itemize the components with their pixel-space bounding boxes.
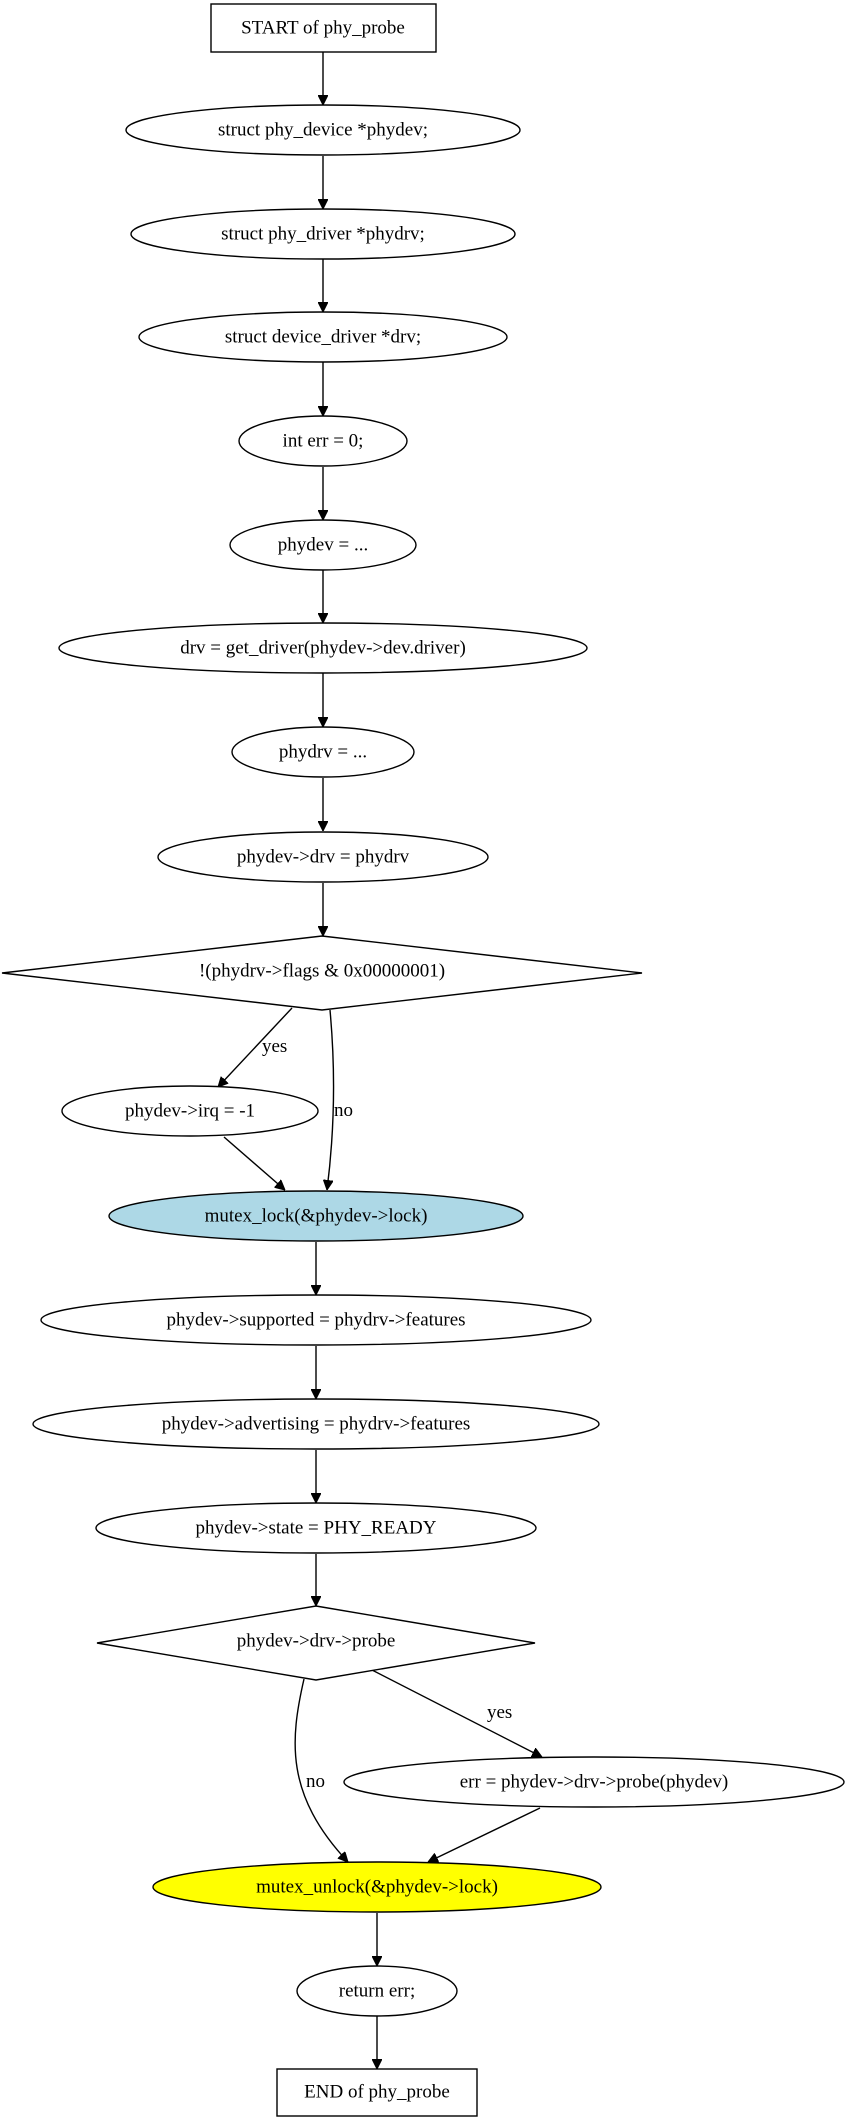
svg-text:return err;: return err; (339, 1981, 415, 2002)
svg-text:mutex_unlock(&phydev->lock): mutex_unlock(&phydev->lock) (256, 1877, 498, 1898)
svg-text:int err = 0;: int err = 0; (283, 431, 364, 452)
svg-text:struct device_driver *drv;: struct device_driver *drv; (225, 327, 421, 348)
svg-text:phydev->state = PHY_READY: phydev->state = PHY_READY (196, 1518, 437, 1539)
node-assign-phydrv: phydrv = ... (231, 726, 415, 778)
edge-cond-flags-yes (218, 1007, 293, 1087)
svg-text:struct phy_driver *phydrv;: struct phy_driver *phydrv; (221, 224, 425, 245)
edge-cond-probe-no (294, 1678, 348, 1862)
edge-label-flags-yes: yes (262, 1036, 287, 1057)
svg-text:phydev->drv = phydrv: phydev->drv = phydrv (237, 847, 410, 868)
node-cond-flags: !(phydrv->flags & 0x00000001) (1, 935, 643, 1011)
svg-text:!(phydrv->flags & 0x00000001): !(phydrv->flags & 0x00000001) (199, 961, 445, 982)
edge-cond-probe-yes (371, 1669, 542, 1758)
node-end: END of phy_probe (276, 2068, 478, 2117)
svg-text:START of phy_probe: START of phy_probe (241, 18, 405, 39)
edges (218, 52, 542, 2069)
node-decl-err: int err = 0; (238, 415, 408, 467)
node-start: START of phy_probe (210, 3, 437, 53)
node-assign-phydev-drv: phydev->drv = phydrv (157, 831, 489, 883)
svg-text:phydev->supported = phydrv->fe: phydev->supported = phydrv->features (166, 1310, 465, 1331)
node-assign-state: phydev->state = PHY_READY (95, 1502, 537, 1554)
svg-text:END of phy_probe: END of phy_probe (304, 2082, 450, 2103)
node-mutex-lock: mutex_lock(&phydev->lock) (108, 1190, 524, 1242)
mutex-lock-fill (108, 1190, 524, 1242)
node-return-err: return err; (296, 1965, 458, 2017)
node-assign-phydev: phydev = ... (229, 519, 417, 571)
node-assign-supported: phydev->supported = phydrv->features (40, 1294, 592, 1346)
node-assign-advertising: phydev->advertising = phydrv->features (32, 1398, 600, 1450)
node-mutex-unlock: mutex_unlock(&phydev->lock) (152, 1861, 602, 1913)
node-cond-probe: phydev->drv->probe (96, 1605, 536, 1681)
mutex-unlock-fill (152, 1861, 602, 1913)
edge-labels: yes no yes no (262, 1036, 512, 1792)
nodes: START of phy_probe struct phy_device *ph… (1, 3, 845, 2117)
edge-assign-irq-to-mutex-lock (223, 1136, 285, 1190)
node-decl-drv: struct device_driver *drv; (138, 311, 508, 363)
svg-text:phydev = ...: phydev = ... (278, 535, 368, 556)
svg-text:phydev->irq = -1: phydev->irq = -1 (125, 1101, 255, 1122)
edge-label-flags-no: no (334, 1100, 353, 1121)
svg-text:phydev->advertising = phydrv->: phydev->advertising = phydrv->features (162, 1414, 471, 1435)
node-decl-phydrv: struct phy_driver *phydrv; (130, 208, 516, 260)
svg-text:mutex_lock(&phydev->lock): mutex_lock(&phydev->lock) (205, 1206, 428, 1227)
svg-text:phydev->drv->probe: phydev->drv->probe (237, 1631, 396, 1652)
edge-label-probe-yes: yes (487, 1702, 512, 1723)
edge-call-probe-to-mutex-unlock (428, 1807, 541, 1862)
node-assign-irq: phydev->irq = -1 (61, 1085, 319, 1137)
svg-text:drv = get_driver(phydev->dev.d: drv = get_driver(phydev->dev.driver) (180, 638, 466, 659)
node-assign-drv: drv = get_driver(phydev->dev.driver) (58, 622, 588, 674)
edge-label-probe-no: no (306, 1771, 325, 1792)
svg-text:struct phy_device *phydev;: struct phy_device *phydev; (218, 120, 428, 141)
node-decl-phydev: struct phy_device *phydev; (125, 104, 521, 156)
edge-cond-flags-no (327, 1009, 335, 1190)
node-call-probe: err = phydev->drv->probe(phydev) (343, 1756, 845, 1808)
svg-text:err = phydev->drv->probe(phyde: err = phydev->drv->probe(phydev) (460, 1772, 729, 1793)
svg-text:phydrv = ...: phydrv = ... (279, 742, 367, 763)
